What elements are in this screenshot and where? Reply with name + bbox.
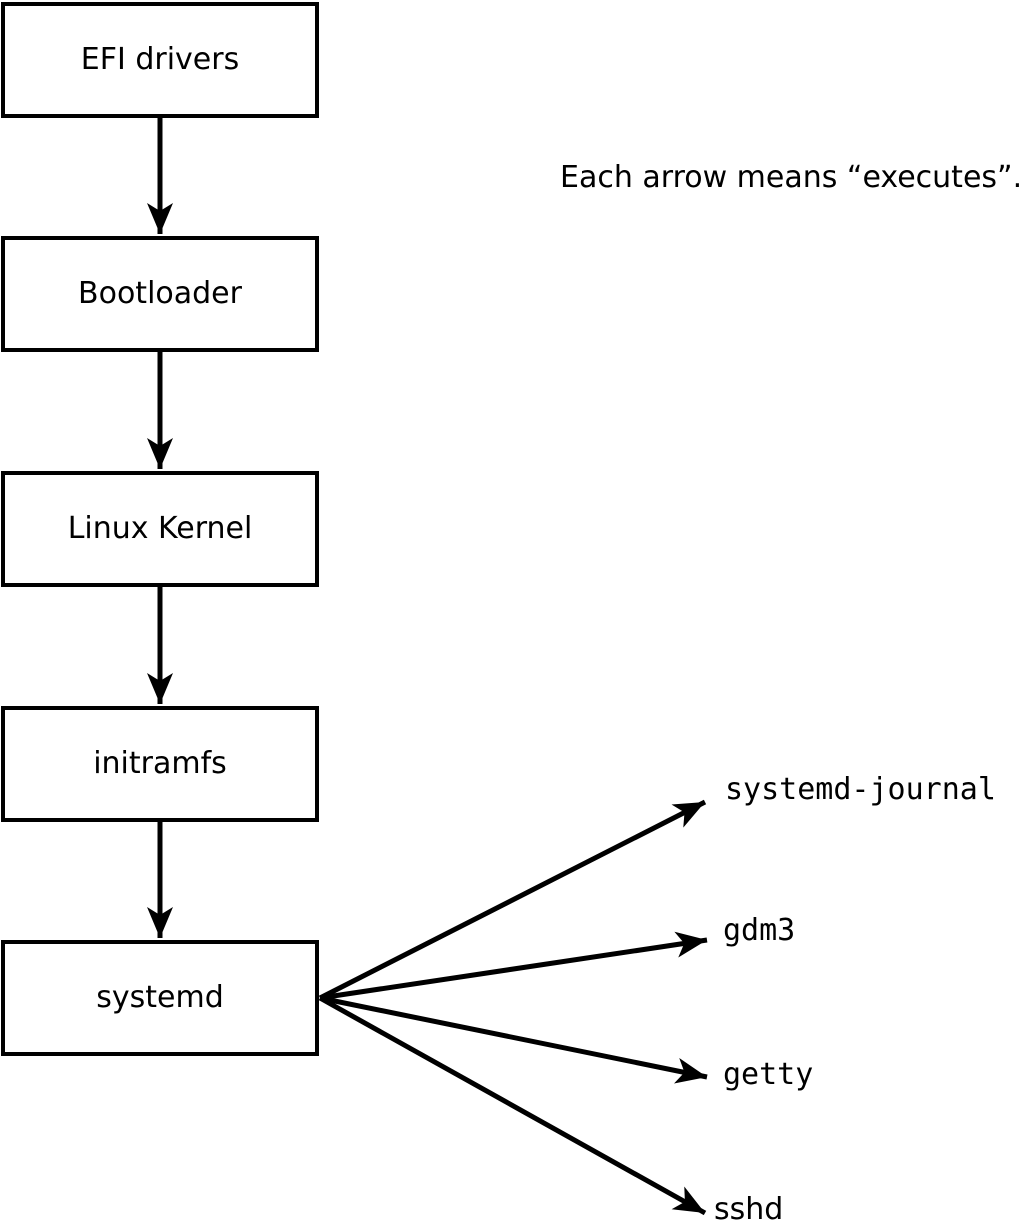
label-systemd-journal: systemd-journal	[725, 772, 996, 807]
label-getty: getty	[723, 1057, 814, 1092]
node-label: Bootloader	[78, 276, 242, 311]
node-label: systemd	[96, 980, 224, 1015]
node-label: initramfs	[93, 746, 227, 781]
label-gdm3: gdm3	[723, 913, 796, 948]
node-systemd: systemd	[1, 940, 319, 1056]
arrow-systemd-to-sshd	[318, 995, 707, 1216]
arrow-systemd-to-gdm3	[319, 931, 708, 1001]
node-label: Linux Kernel	[67, 511, 253, 546]
node-efi-drivers: EFI drivers	[1, 2, 319, 118]
arrow-systemd-to-journal	[318, 799, 707, 1001]
label-sshd: sshd	[714, 1192, 784, 1227]
node-linux-kernel: Linux Kernel	[1, 471, 319, 587]
arrow-systemd-to-getty	[319, 995, 708, 1084]
node-initramfs: initramfs	[1, 706, 319, 822]
node-label: EFI drivers	[80, 42, 240, 77]
annotation-arrow-meaning: Each arrow means “executes”.	[560, 160, 1023, 195]
node-bootloader: Bootloader	[1, 236, 319, 352]
